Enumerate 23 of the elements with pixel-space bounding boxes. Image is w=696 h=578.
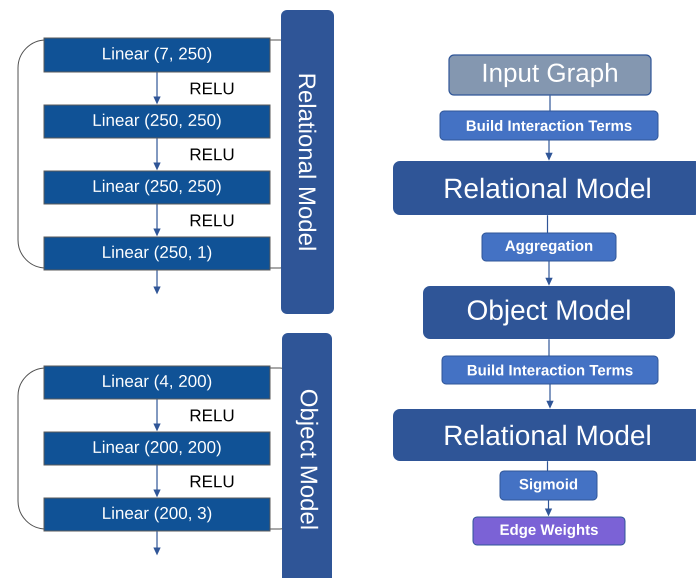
layer-box: Linear (200, 200)	[44, 432, 270, 466]
layer-box: Linear (250, 250)	[44, 170, 270, 204]
edge-label: RELU	[188, 474, 236, 488]
input-box: Input Graph	[448, 54, 652, 96]
layer-box: Linear (250, 250)	[44, 104, 270, 138]
edge-label: RELU	[188, 214, 236, 228]
edge-label: RELU	[188, 148, 236, 162]
step-box: Sigmoid	[500, 470, 598, 500]
step-box: Build Interaction Terms	[440, 110, 658, 140]
layer-box: Linear (250, 1)	[44, 236, 270, 270]
band: Relational Model	[281, 10, 334, 314]
layer-box: Linear (7, 250)	[44, 38, 270, 72]
model-box: Relational Model	[393, 409, 696, 461]
edge-label: RELU	[188, 408, 236, 422]
layer-box: Linear (4, 200)	[44, 366, 270, 400]
step-box: Build Interaction Terms	[442, 356, 658, 384]
model-box: Relational Model	[393, 161, 696, 215]
model-box: Object Model	[423, 286, 675, 339]
edge-label: RELU	[188, 82, 236, 96]
band: Object Model	[282, 333, 332, 578]
step-box: Aggregation	[482, 232, 616, 262]
output-box: Edge Weights	[472, 516, 626, 546]
layer-box: Linear (200, 3)	[44, 498, 270, 532]
